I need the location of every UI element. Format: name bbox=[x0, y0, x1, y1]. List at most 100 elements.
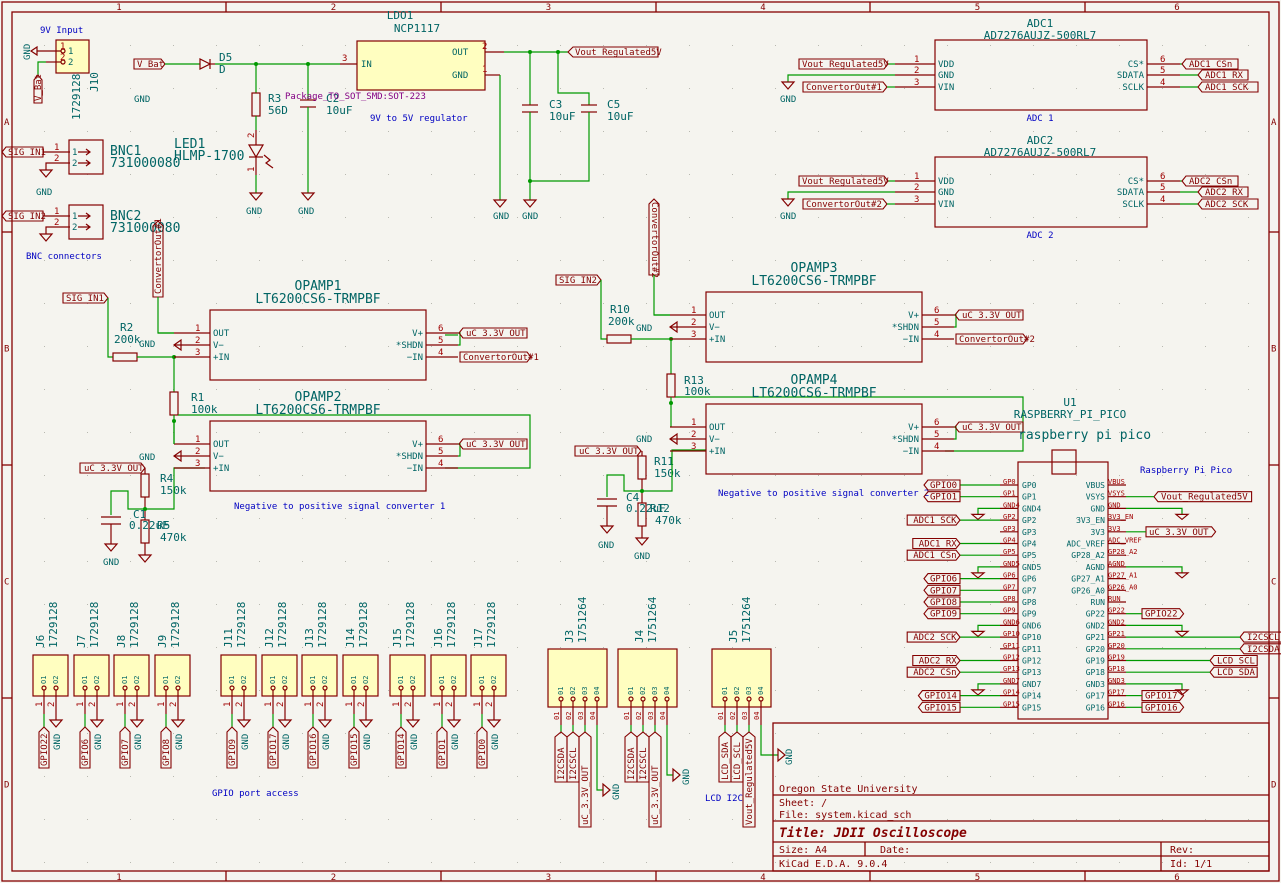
net-label-convertorout[interactable]: ConvertorOut#2 bbox=[955, 333, 1035, 345]
net-label-v-bat[interactable]: V_Bat bbox=[33, 74, 44, 104]
net-label-adc-rx[interactable]: ADC1_RX bbox=[1197, 69, 1249, 81]
net-label-gpio8[interactable]: GPIO8 bbox=[923, 596, 961, 608]
net-label-i2csda[interactable]: I2CSDA bbox=[1239, 643, 1281, 655]
net-label-lcd-scl[interactable]: LCD_SCL bbox=[1209, 654, 1258, 667]
net-label-sig-in2-conv[interactable]: SIG_IN2 bbox=[555, 274, 602, 286]
net-label-convertorout[interactable]: ConvertorOut#1 bbox=[802, 81, 888, 93]
net-label-i2cscl[interactable]: I2CSCL bbox=[1239, 631, 1281, 643]
net-label-convertorout[interactable]: ConvertorOut#1 bbox=[459, 351, 539, 363]
net-label-adc-sck[interactable]: ADC1_SCK bbox=[1197, 81, 1259, 93]
text-label: 100k bbox=[191, 403, 218, 416]
net-label-lcd-sda[interactable]: LCD_SDA bbox=[1209, 666, 1258, 678]
net-label-adc1_rx[interactable]: ADC1_RX bbox=[912, 537, 961, 550]
net-label-convertorout2-vertical[interactable]: ConvertorOut#2 bbox=[648, 198, 660, 278]
resistor-r12[interactable]: R12 470k bbox=[634, 502, 682, 546]
net-label-uc-3v3-out[interactable]: uC_3.3V_OUT bbox=[458, 327, 528, 339]
net-label-convertorout1-vertical[interactable]: ConvertorOut#1 bbox=[152, 218, 164, 298]
net-label-uc-3v3-bias-1[interactable]: uC_3.3V_OUT bbox=[79, 462, 146, 474]
net-label-uc-3-3v-out[interactable]: uC_3.3V_OUT bbox=[1145, 526, 1217, 538]
net-label-gpio16[interactable]: GPIO16 bbox=[1141, 701, 1185, 713]
net-label-gpio7[interactable]: GPIO7 bbox=[923, 584, 961, 596]
resistor-r10[interactable]: R10 200k bbox=[606, 303, 635, 344]
net-label-vout-regulated5v[interactable]: Vout_Regulated5V bbox=[798, 175, 889, 187]
net-label-vout-regulated5v[interactable]: Vout_Regulated5V bbox=[567, 46, 662, 58]
net-label-gpio14[interactable]: GPIO14 bbox=[917, 690, 961, 702]
connector-j10[interactable]: 1 2 12 1729128 J10 bbox=[37, 39, 101, 120]
raspberry-pi-pico-u1[interactable]: U1 RASPBERRY_PI_PICO raspberry pi pico R… bbox=[1000, 396, 1232, 720]
net-label-adc2_sck[interactable]: ADC2_SCK bbox=[906, 631, 961, 643]
net-label-uc-3v3-bias-2[interactable]: uC_3.3V_OUT bbox=[574, 445, 642, 457]
resistor-r13[interactable]: R13 100k bbox=[666, 373, 711, 398]
net-label-v-bat-input[interactable]: V_Bat bbox=[133, 58, 166, 70]
text-label: V_Bat bbox=[34, 74, 44, 101]
text-label: raspberry pi pico bbox=[1018, 428, 1151, 443]
bnc-connector-bnc1[interactable]: 12 BNC1 731000080 bbox=[68, 139, 180, 175]
resistor-r5[interactable]: R5 470k bbox=[137, 519, 187, 563]
net-label-adc-csn[interactable]: ADC2_CSn bbox=[1181, 175, 1239, 187]
net-label-gpio17[interactable]: GPIO17 bbox=[1141, 690, 1185, 702]
net-label-adc1_csn[interactable]: ADC1_CSn bbox=[906, 549, 961, 561]
net-label-uc-3v3-out[interactable]: uC_3.3V_OUT bbox=[954, 421, 1024, 433]
resistor-r1[interactable]: R1 100k bbox=[169, 391, 218, 416]
regulator-ldo1[interactable]: LDO1 LDO1 NCP1117 3 IN 2 OUT OUT 1 GND P… bbox=[285, 9, 504, 102]
net-label-adc1_sck[interactable]: ADC1_SCK bbox=[906, 514, 961, 526]
net-label-gpio9[interactable]: GPIO9 bbox=[923, 608, 961, 620]
capacitor-c3[interactable]: C3 10uF bbox=[522, 98, 576, 123]
net-label-vout-regulated5v[interactable]: Vout_Regulated5V bbox=[798, 58, 889, 70]
pico-pin-name: GP12 bbox=[1022, 657, 1041, 666]
net-label-uc-3v3-out[interactable]: uC_3.3V_OUT bbox=[458, 438, 528, 450]
resistor-r2[interactable]: R2 200k bbox=[112, 321, 141, 362]
net-label-gpio6[interactable]: GPIO6 bbox=[923, 573, 961, 585]
net-label-sig-in1-conv[interactable]: SIG_IN1 bbox=[62, 292, 109, 304]
text-label: V− bbox=[709, 323, 720, 333]
resistor-r11[interactable]: R11 150k bbox=[637, 455, 681, 480]
pico-pin-name: GND7 bbox=[1022, 680, 1041, 689]
pico-pin-name: GP2 bbox=[1022, 516, 1037, 525]
text-label: 731000080 bbox=[110, 156, 180, 171]
net-label-gpio15[interactable]: GPIO15 bbox=[917, 701, 961, 713]
net-label-sig-in2[interactable]: SIG_IN2 bbox=[1, 210, 46, 222]
net-label-text: ADC1_RX bbox=[1205, 71, 1244, 81]
resistor-r3[interactable]: R3 56D bbox=[251, 92, 288, 117]
net-label-uc-3v3-out[interactable]: uC_3.3V_OUT bbox=[954, 309, 1024, 321]
net-label-adc2_csn[interactable]: ADC2_CSn bbox=[906, 666, 961, 678]
text-label: R2 bbox=[120, 321, 133, 334]
net-label-gpio1[interactable]: GPIO1 bbox=[923, 491, 961, 503]
net-label-gpio0[interactable]: GPIO0 bbox=[923, 479, 961, 491]
diode-d5[interactable]: D5 D bbox=[199, 51, 232, 76]
net-label-vout-regulated5v[interactable]: Vout_Regulated5V bbox=[1153, 491, 1253, 503]
net-label-adc2_rx[interactable]: ADC2_RX bbox=[912, 654, 961, 667]
net-label-adc-rx[interactable]: ADC2_RX bbox=[1197, 186, 1249, 198]
net-label-adc-sck[interactable]: ADC2_SCK bbox=[1197, 198, 1259, 210]
text-label: GND5 bbox=[1003, 560, 1020, 568]
net-label-gpio22[interactable]: GPIO22 bbox=[1141, 608, 1185, 620]
net-label-adc-csn[interactable]: ADC1_CSn bbox=[1181, 58, 1239, 70]
net-label-convertorout[interactable]: ConvertorOut#2 bbox=[802, 198, 888, 210]
resistor-r4[interactable]: R4 150k bbox=[140, 472, 187, 498]
led-led1[interactable]: 2 1 LED1 HLMP-1700 bbox=[174, 130, 274, 175]
net-label-sig-in1[interactable]: SIG_IN1 bbox=[1, 146, 46, 158]
text-label: GND bbox=[36, 188, 52, 198]
svg-text:O2: O2 bbox=[490, 676, 498, 684]
